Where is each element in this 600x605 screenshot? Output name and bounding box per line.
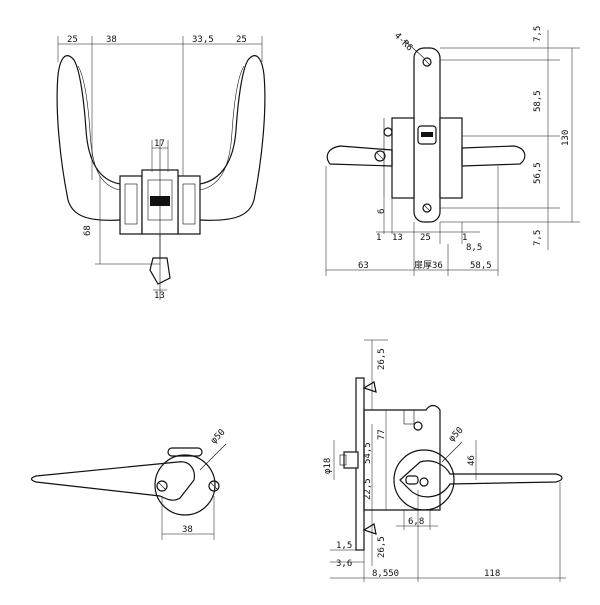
front-dim-side: 68 <box>83 225 93 236</box>
lever-bottom-dim: 38 <box>182 525 193 535</box>
lock-dim-5: 22,5 <box>363 478 373 500</box>
side-dim-small-5: 1 <box>462 233 467 243</box>
front-dim-top-3: 33,5 <box>192 35 214 45</box>
side-dim-small-2: 1 <box>376 233 381 243</box>
lock-dim-10: 8,550 <box>372 569 399 579</box>
lever-view: φ50 38 <box>30 428 228 540</box>
lock-dim-4: 46 <box>467 455 477 466</box>
lock-rose-dim: φ50 <box>447 426 466 445</box>
lock-dim-1: φ18 <box>323 458 333 474</box>
side-view: 7,5 58,5 56,5 7,5 130 4-R6 6 1 13 25 1 8… <box>325 26 580 276</box>
side-dim-small-3: 13 <box>392 233 403 243</box>
lock-dim-8: 1,5 <box>336 541 352 551</box>
lock-dim-11: 118 <box>484 569 500 579</box>
front-view: 25 38 33,5 25 17 13 68 <box>56 35 266 301</box>
lock-dim-9: 3,6 <box>336 559 352 569</box>
lock-view: φ50 26,5 φ18 54,5 77 46 22,5 6,8 26,5 1,… <box>323 339 566 582</box>
side-dim-bottom-1: 63 <box>358 261 369 271</box>
front-dim-bottom: 13 <box>154 291 165 301</box>
front-dim-center: 17 <box>154 139 165 149</box>
side-dim-right-2: 58,5 <box>533 90 543 112</box>
side-dim-small-6: 8,5 <box>466 243 482 253</box>
side-dim-total: 130 <box>561 130 571 146</box>
lock-dim-7: 26,5 <box>377 536 387 558</box>
side-dim-bottom-2: 扉厚36 <box>414 259 443 271</box>
lock-dim-3: 77 <box>377 429 387 440</box>
front-dim-top-4: 25 <box>236 35 247 45</box>
lock-dim-2: 54,5 <box>363 442 373 464</box>
side-dim-small-4: 25 <box>420 233 431 243</box>
lever-rose-dim: φ50 <box>209 428 228 447</box>
front-dim-top-2: 38 <box>106 35 117 45</box>
side-dim-right-1: 7,5 <box>533 26 543 42</box>
side-dim-right-4: 7,5 <box>533 230 543 246</box>
side-dim-bottom-3: 58,5 <box>470 261 492 271</box>
side-dim-right-3: 56,5 <box>533 162 543 184</box>
lock-dim-6: 6,8 <box>408 517 424 527</box>
lock-top-dim: 26,5 <box>377 348 387 370</box>
side-screw-note: 4-R6 <box>392 31 414 53</box>
side-dim-small-1: 6 <box>377 209 387 214</box>
front-dim-top-1: 25 <box>67 35 78 45</box>
